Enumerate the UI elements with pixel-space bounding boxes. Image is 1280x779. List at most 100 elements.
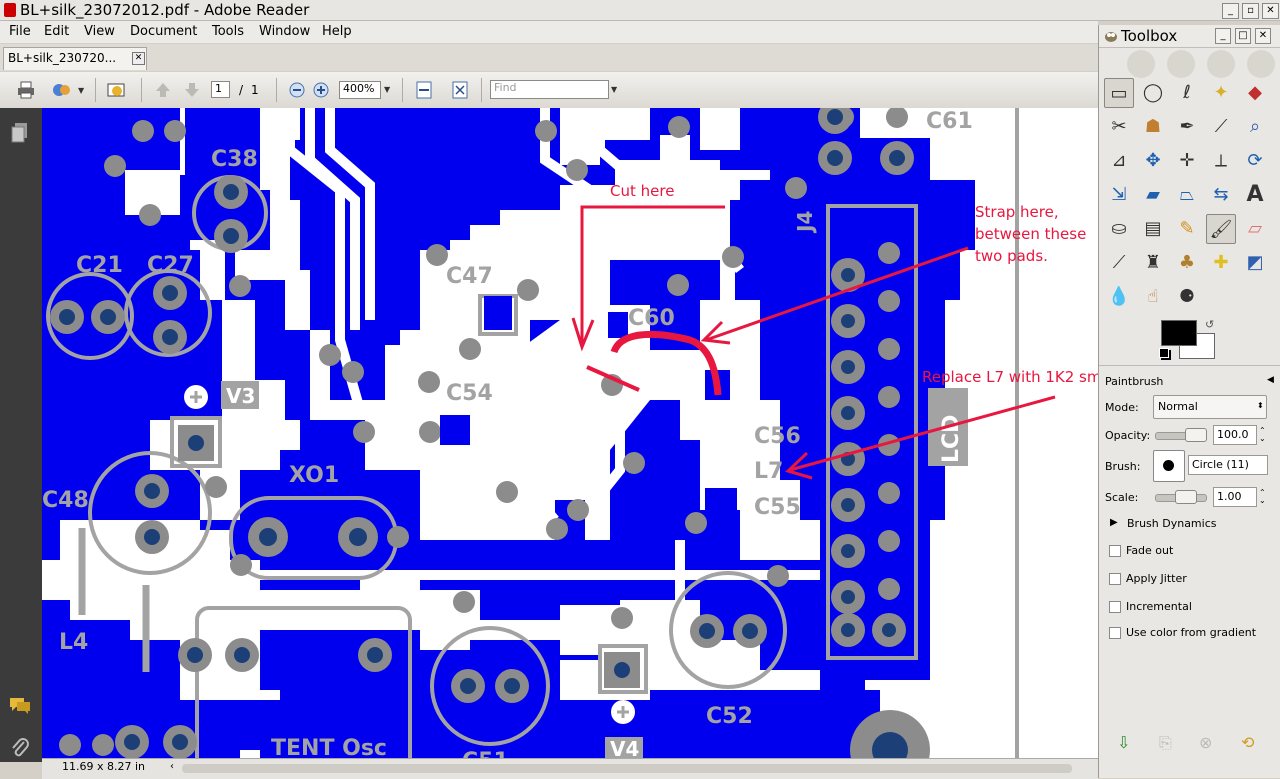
color-picker-tool-icon[interactable]: ⟋ — [1214, 116, 1228, 137]
tool-options-menu-icon[interactable]: ◀ — [1267, 375, 1274, 385]
align-tool-icon[interactable]: ✛ — [1179, 150, 1195, 171]
save-options-icon[interactable]: ⇩ — [1117, 733, 1131, 752]
menu-edit[interactable]: Edit — [44, 24, 70, 39]
select-by-color-tool-icon[interactable]: ◆ — [1248, 82, 1262, 103]
brush-name-field[interactable]: Circle (11) — [1188, 455, 1268, 475]
scale-slider-handle[interactable] — [1175, 490, 1197, 504]
perspective-clone-tool-icon[interactable]: ◩ — [1246, 252, 1264, 273]
apply-jitter-checkbox[interactable] — [1109, 573, 1121, 585]
minimize-button[interactable]: _ — [1222, 3, 1239, 19]
cut-mark — [586, 365, 640, 392]
annotation-layer: Cut here Strap here, between these two p… — [571, 182, 1098, 480]
fuzzy-select-tool-icon[interactable]: ✦ — [1213, 82, 1229, 103]
menu-window[interactable]: Window — [259, 24, 311, 39]
scissors-select-tool-icon[interactable]: ✂ — [1111, 116, 1127, 137]
document-tab[interactable]: BL+silk_230720... ✕ — [3, 47, 147, 70]
opacity-label: Opacity: — [1105, 429, 1151, 442]
scale-input[interactable]: 1.00 — [1213, 487, 1257, 507]
horizontal-scrollbar[interactable] — [182, 764, 1072, 773]
ellipse-select-tool-icon[interactable]: ◯ — [1142, 82, 1164, 103]
zoom-input[interactable]: 400% — [339, 81, 381, 99]
brush-preview[interactable] — [1153, 450, 1185, 482]
rotate-tool-icon[interactable]: ⟳ — [1247, 150, 1263, 171]
tab-close-icon[interactable]: ✕ — [132, 52, 145, 65]
toolbox-close-button[interactable]: ✕ — [1255, 28, 1271, 44]
toolbox-maximize-button[interactable]: □ — [1235, 28, 1251, 44]
expander-arrow-icon[interactable]: ▶ — [1110, 517, 1118, 528]
incremental-checkbox[interactable] — [1109, 601, 1121, 613]
blend-tool-icon[interactable]: ▤ — [1144, 218, 1162, 239]
reset-options-icon[interactable]: ⟲ — [1241, 733, 1255, 752]
eraser-tool-icon[interactable]: ▱ — [1248, 218, 1262, 239]
silk-c51-label: C51 — [462, 749, 509, 758]
print-icon[interactable] — [16, 80, 36, 100]
opacity-slider-handle[interactable] — [1185, 428, 1207, 442]
measure-tool-icon[interactable]: ⊿ — [1111, 150, 1127, 171]
paths-tool-icon[interactable]: ✒ — [1179, 116, 1195, 137]
crop-tool-icon[interactable]: ⟂ — [1214, 150, 1227, 171]
pages-panel-icon[interactable] — [10, 122, 30, 144]
smudge-tool-icon[interactable]: ☝ — [1147, 286, 1159, 307]
foreground-color-swatch[interactable] — [1161, 320, 1197, 346]
previous-page-icon[interactable] — [153, 80, 173, 100]
opacity-input[interactable]: 100.0 — [1213, 425, 1257, 445]
menu-document[interactable]: Document — [130, 24, 198, 39]
use-color-from-gradient-checkbox[interactable] — [1109, 627, 1121, 639]
attachments-panel-icon[interactable] — [10, 736, 30, 760]
menu-tools[interactable]: Tools — [212, 24, 245, 39]
pencil-tool-icon[interactable]: ✎ — [1179, 218, 1195, 239]
collaborate-dropdown-icon[interactable]: ▼ — [78, 86, 85, 95]
blur-tool-icon[interactable]: 💧 — [1107, 286, 1131, 307]
email-icon[interactable] — [106, 80, 126, 100]
shear-tool-icon[interactable]: ▰ — [1146, 184, 1160, 205]
dodge-burn-tool-icon[interactable]: ⚈ — [1178, 286, 1196, 307]
flip-tool-icon[interactable]: ⇆ — [1213, 184, 1229, 205]
menu-help[interactable]: Help — [322, 24, 352, 39]
rectangle-select-tool-icon[interactable]: ▭ — [1104, 78, 1134, 108]
brush-dynamics-expander[interactable]: Brush Dynamics — [1127, 517, 1217, 530]
mode-select[interactable]: Normal — [1153, 395, 1267, 419]
toolbar-separator — [141, 78, 142, 102]
zoom-out-icon[interactable] — [287, 80, 307, 100]
heal-tool-icon[interactable]: ✚ — [1213, 252, 1229, 273]
foreground-select-tool-icon[interactable]: ☗ — [1144, 116, 1162, 137]
swap-colors-icon[interactable]: ↺ — [1205, 318, 1215, 331]
silk-v4-label: V4 — [610, 737, 639, 758]
comments-panel-icon[interactable] — [8, 696, 32, 716]
collaborate-icon[interactable] — [52, 80, 72, 100]
perspective-tool-icon[interactable]: ⏢ — [1179, 184, 1195, 205]
airbrush-tool-icon[interactable]: ⟋ — [1112, 252, 1126, 273]
find-input[interactable]: Find — [490, 80, 609, 99]
fit-page-icon[interactable] — [450, 80, 470, 100]
menu-file[interactable]: File — [9, 24, 31, 39]
silk-c55-label: C55 — [754, 495, 801, 520]
ink-tool-icon[interactable]: ♜ — [1144, 252, 1162, 273]
bucket-fill-tool-icon[interactable]: ⛀ — [1111, 218, 1127, 239]
close-button[interactable]: ✕ — [1262, 3, 1279, 19]
document-view[interactable]: C38 C61 J4 C21 C27 C47 C60 C54 V3 XO1 C5… — [42, 108, 1098, 758]
text-tool-icon[interactable]: A — [1246, 182, 1264, 207]
find-dropdown-icon[interactable]: ▼ — [611, 85, 618, 94]
menu-view[interactable]: View — [84, 24, 115, 39]
opacity-spin-icon[interactable]: ⌃⌄ — [1259, 426, 1266, 443]
default-colors-icon[interactable] — [1159, 348, 1169, 358]
zoom-in-icon[interactable] — [311, 80, 331, 100]
zoom-dropdown-icon[interactable]: ▼ — [384, 85, 391, 94]
toolbox-minimize-button[interactable]: _ — [1215, 28, 1231, 44]
page-number-input[interactable]: 1 — [211, 81, 230, 98]
scroll-left-icon[interactable]: ‹ — [170, 761, 174, 772]
delete-options-icon[interactable]: ⊗ — [1199, 733, 1213, 752]
paintbrush-tool-icon[interactable]: 🖌 — [1206, 214, 1236, 244]
scale-spin-icon[interactable]: ⌃⌄ — [1259, 488, 1266, 505]
scale-tool-icon[interactable]: ⇲ — [1111, 184, 1127, 205]
strap-wire — [610, 330, 722, 396]
maximize-button[interactable]: ▫ — [1242, 3, 1259, 19]
free-select-tool-icon[interactable]: ℓ — [1183, 82, 1191, 103]
fit-width-icon[interactable] — [414, 80, 434, 100]
fade-out-checkbox[interactable] — [1109, 545, 1121, 557]
restore-options-icon[interactable]: ⎘ — [1159, 733, 1172, 752]
move-tool-icon[interactable]: ✥ — [1145, 150, 1161, 171]
zoom-tool-icon[interactable]: ⌕ — [1249, 116, 1261, 137]
clone-tool-icon[interactable]: ♣ — [1178, 252, 1196, 273]
next-page-icon[interactable] — [182, 80, 202, 100]
